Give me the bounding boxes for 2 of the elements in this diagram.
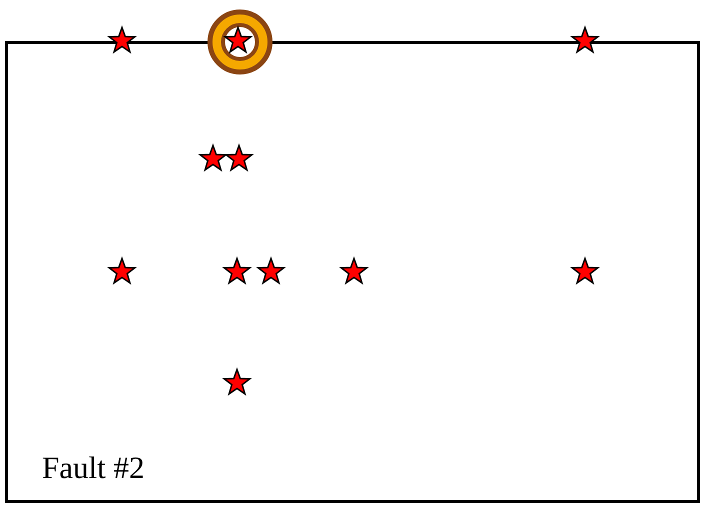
panel-frame: [5, 41, 700, 503]
panel-title: Fault #2: [42, 450, 144, 486]
